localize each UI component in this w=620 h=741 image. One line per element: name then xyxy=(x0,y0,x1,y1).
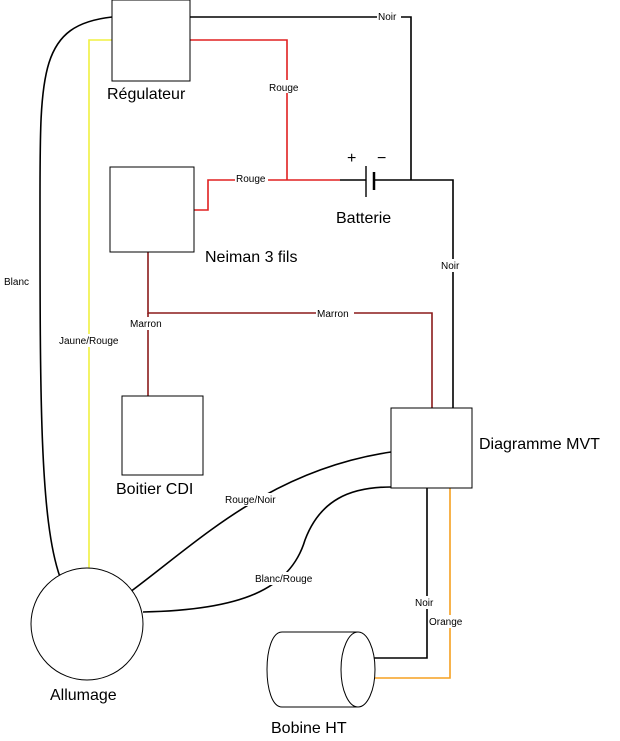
allumage-label: Allumage xyxy=(50,687,117,704)
allumage-circle xyxy=(30,567,144,681)
label-rouge-noir: Rouge/Noir xyxy=(225,495,276,506)
wire-rouge-neiman xyxy=(194,179,340,211)
label-jaune-rouge: Jaune/Rouge xyxy=(59,336,119,347)
wire-marron-neiman xyxy=(147,252,433,408)
label-noir-top: Noir xyxy=(378,12,397,23)
bobine-ht-symbol xyxy=(266,631,376,708)
label-marron-cdi: Marron xyxy=(130,319,162,330)
diagramme-mvt-box xyxy=(390,407,473,489)
wire-blanc-rouge xyxy=(142,486,392,613)
label-blanc-rouge: Blanc/Rouge xyxy=(255,574,313,585)
wire-noir-bobine xyxy=(368,488,428,659)
label-orange: Orange xyxy=(429,617,463,628)
regulateur-label: Régulateur xyxy=(107,86,186,103)
batterie-plus-sign: + xyxy=(347,150,356,167)
label-marron-mvt: Marron xyxy=(317,309,349,320)
regulateur-box xyxy=(111,0,191,82)
wire-labels: Noir Rouge Rouge Noir Blanc Jaune/Rouge … xyxy=(3,10,466,628)
batterie-minus-sign: − xyxy=(377,150,386,167)
battery-symbol xyxy=(365,166,400,197)
label-noir-bobine: Noir xyxy=(415,598,434,609)
diagramme-mvt-label: Diagramme MVT xyxy=(479,436,600,453)
label-rouge-neiman: Rouge xyxy=(236,174,266,185)
wire-jaune-rouge xyxy=(88,39,112,570)
label-rouge-regulateur: Rouge xyxy=(269,83,299,94)
label-blanc: Blanc xyxy=(4,277,29,288)
wire-rouge-noir xyxy=(129,451,392,593)
neiman-box xyxy=(109,166,195,253)
wire-noir-batterie-mvt xyxy=(400,179,454,408)
batterie-label: Batterie xyxy=(336,210,391,227)
boitier-cdi-box xyxy=(121,395,204,476)
label-noir-batterie: Noir xyxy=(441,261,460,272)
wire-orange xyxy=(373,488,451,679)
neiman-label: Neiman 3 fils xyxy=(205,249,297,266)
wire-noir-regulateur xyxy=(190,16,412,180)
boitier-cdi-label: Boitier CDI xyxy=(116,481,193,498)
wire-blanc xyxy=(39,16,113,578)
wire-rouge-regulateur xyxy=(190,39,288,180)
bobine-ht-label: Bobine HT xyxy=(271,720,347,737)
